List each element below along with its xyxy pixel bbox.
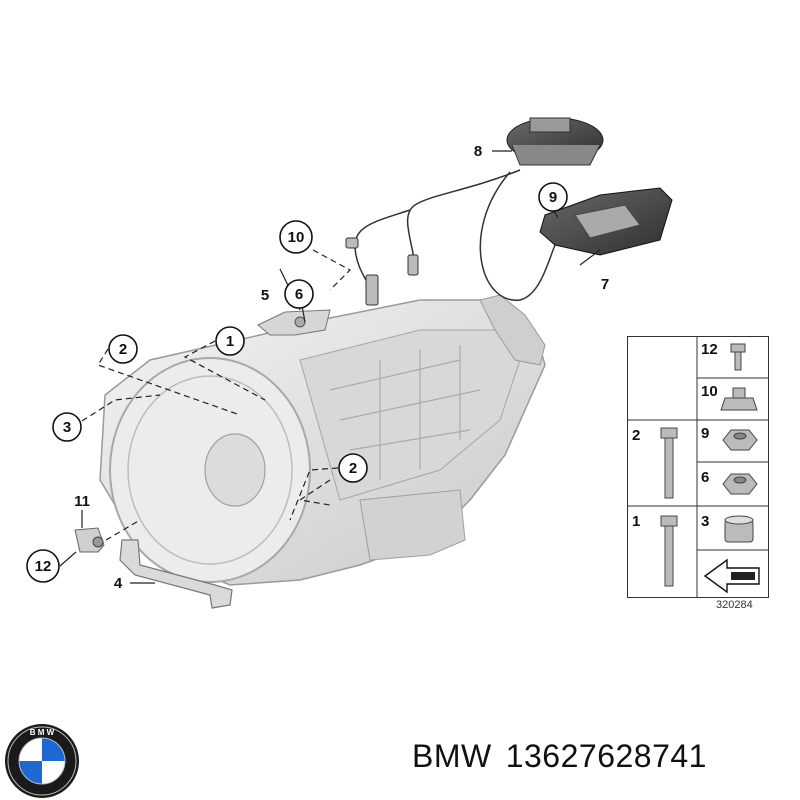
svg-text:12: 12 (35, 558, 52, 575)
callout-11: 11 (74, 493, 90, 510)
sensor-part-11 (74, 527, 105, 553)
diagram-id: 320284 (716, 599, 753, 611)
callout-8: 8 (474, 143, 482, 160)
callout-3: 3 (52, 412, 82, 442)
svg-text:6: 6 (295, 286, 303, 303)
brand-name: BMW (412, 738, 492, 774)
callout-4: 4 (114, 575, 123, 592)
table-cell-3: 3 (701, 513, 754, 543)
svg-text:9: 9 (701, 425, 709, 442)
transmission-housing (99, 294, 546, 586)
svg-text:1: 1 (632, 513, 640, 530)
cable-ends (345, 237, 419, 306)
svg-text:4: 4 (114, 575, 123, 592)
callout-5: 5 (261, 287, 269, 304)
direction-arrow-icon (703, 558, 760, 594)
svg-text:3: 3 (63, 419, 71, 436)
svg-text:7: 7 (601, 276, 609, 293)
hex-nut-icon (722, 429, 758, 451)
svg-text:2: 2 (119, 341, 127, 358)
callout-9: 9 (538, 182, 568, 212)
callout-12: 12 (26, 549, 60, 583)
bracket-part-5 (257, 309, 331, 336)
long-bolt-icon (660, 515, 678, 587)
svg-text:10: 10 (701, 383, 718, 400)
table-cell-9: 9 (701, 425, 758, 451)
table-cell-1: 1 (632, 513, 678, 587)
selector-unit-part-8 (506, 117, 604, 166)
table-cell-6: 6 (701, 469, 758, 495)
svg-text:12: 12 (701, 341, 718, 358)
table-cell-10: 10 (701, 383, 758, 411)
callout-2-lower: 2 (338, 453, 368, 483)
svg-text:11: 11 (74, 493, 90, 510)
bmw-logo: B M W (5, 724, 79, 798)
bracket-part-4 (119, 539, 233, 609)
svg-text:8: 8 (474, 143, 482, 160)
callout-7: 7 (601, 276, 609, 293)
callout-6: 6 (284, 279, 314, 309)
svg-text:1: 1 (226, 333, 234, 350)
hex-nut-icon (722, 473, 758, 495)
exploded-parts-diagram: 1 2 2 3 4 5 6 7 8 9 10 11 12 (26, 117, 673, 609)
shift-cables (354, 169, 556, 301)
bolt-small-icon (730, 343, 746, 371)
callout-1: 1 (215, 326, 245, 356)
callout-10: 10 (279, 220, 313, 254)
svg-text:B M W: B M W (30, 728, 55, 737)
footer-caption: BMW 13627628741 (412, 738, 721, 775)
svg-text:5: 5 (261, 287, 269, 304)
long-bolt-icon (660, 427, 678, 499)
control-unit-part-7 (539, 187, 673, 256)
svg-text:10: 10 (288, 229, 305, 246)
clip-nut-icon (720, 387, 758, 411)
bushing-icon (724, 515, 754, 543)
svg-text:3: 3 (701, 513, 709, 530)
table-cell-2: 2 (632, 427, 678, 499)
svg-text:2: 2 (632, 427, 640, 444)
svg-text:6: 6 (701, 469, 709, 486)
part-number: 13627628741 (505, 738, 707, 774)
callout-2-top: 2 (108, 334, 138, 364)
table-cell-12: 12 (701, 341, 746, 371)
svg-text:9: 9 (549, 189, 557, 206)
svg-text:2: 2 (349, 460, 357, 477)
parts-reference-table: 12 10 2 9 6 1 (627, 336, 769, 598)
